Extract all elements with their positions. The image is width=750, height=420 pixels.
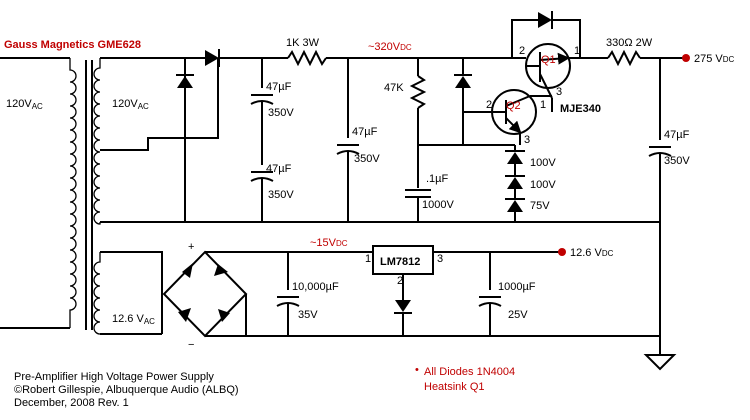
q1-pin1: 1	[574, 45, 580, 57]
out-cap-value: 47µF	[664, 129, 690, 141]
lv-node-voltage: ~15VDC	[310, 237, 348, 249]
zener1-label: 100V	[530, 157, 556, 169]
transformer	[0, 57, 101, 335]
low-voltage-label: 12.6 VAC	[112, 313, 155, 326]
notes-line1: Pre-Amplifier High Voltage Power Supply	[14, 371, 214, 383]
q2-label: Q2	[506, 100, 521, 112]
hv-node-voltage: ~320VDC	[368, 41, 412, 53]
bridge-plus: +	[188, 241, 194, 253]
secondary-voltage-label: 120VAC	[112, 98, 149, 111]
lv-cap2-voltage: 25V	[508, 309, 528, 321]
cap3-value: 47µF	[352, 126, 378, 138]
cap1-value: 47µF	[266, 81, 292, 93]
notes-line2: ©Robert Gillespie, Albuquerque Audio (AL…	[14, 384, 239, 396]
primary-voltage-label: 120VAC	[6, 98, 43, 111]
cap2-voltage: 350V	[268, 189, 294, 201]
notes-line3: December, 2008 Rev. 1	[14, 397, 129, 409]
cap1-voltage: 350V	[268, 107, 294, 119]
lv-cap2-value: 1000µF	[498, 281, 536, 293]
out-cap-voltage: 350V	[664, 155, 690, 167]
q2-pin2: 2	[486, 99, 492, 111]
regulator-label: LM7812	[380, 256, 420, 268]
bridge-minus: −	[188, 339, 194, 351]
q2-pin3: 3	[524, 134, 530, 146]
transistor-type: MJE340	[560, 103, 601, 115]
reg-pin3: 3	[437, 253, 443, 265]
resistor-47k-label: 47K	[384, 82, 404, 94]
hv-wiring	[100, 11, 690, 371]
q1-pin3: 3	[556, 86, 562, 98]
notes-heatsink: Heatsink Q1	[424, 381, 485, 393]
cap3-voltage: 350V	[354, 153, 380, 165]
zener2-label: 100V	[530, 179, 556, 191]
q1-pin2: 2	[519, 45, 525, 57]
lv-output-label: 12.6 VDC	[570, 247, 614, 259]
q2-pin1: 1	[540, 99, 546, 111]
bullet-icon: •	[415, 364, 419, 376]
lv-cap1-voltage: 35V	[298, 309, 318, 321]
transformer-name: Gauss Magnetics GME628	[4, 39, 141, 51]
lv-wiring	[100, 245, 660, 338]
zener3-label: 75V	[530, 200, 550, 212]
resistor-1k-label: 1K 3W	[286, 37, 320, 49]
small-cap-voltage: 1000V	[422, 199, 454, 211]
cap2-value: 47µF	[266, 163, 292, 175]
notes-diodes: All Diodes 1N4004	[424, 366, 515, 378]
reg-pin1: 1	[365, 253, 371, 265]
q1-label: Q1	[541, 54, 556, 66]
output-voltage-label: 275 VDC	[694, 53, 735, 65]
resistor-330-label: 330Ω 2W	[606, 37, 653, 49]
lv-cap1-value: 10,000µF	[292, 281, 339, 293]
reg-pin2: 2	[397, 275, 403, 287]
small-cap-value: .1µF	[426, 173, 449, 185]
